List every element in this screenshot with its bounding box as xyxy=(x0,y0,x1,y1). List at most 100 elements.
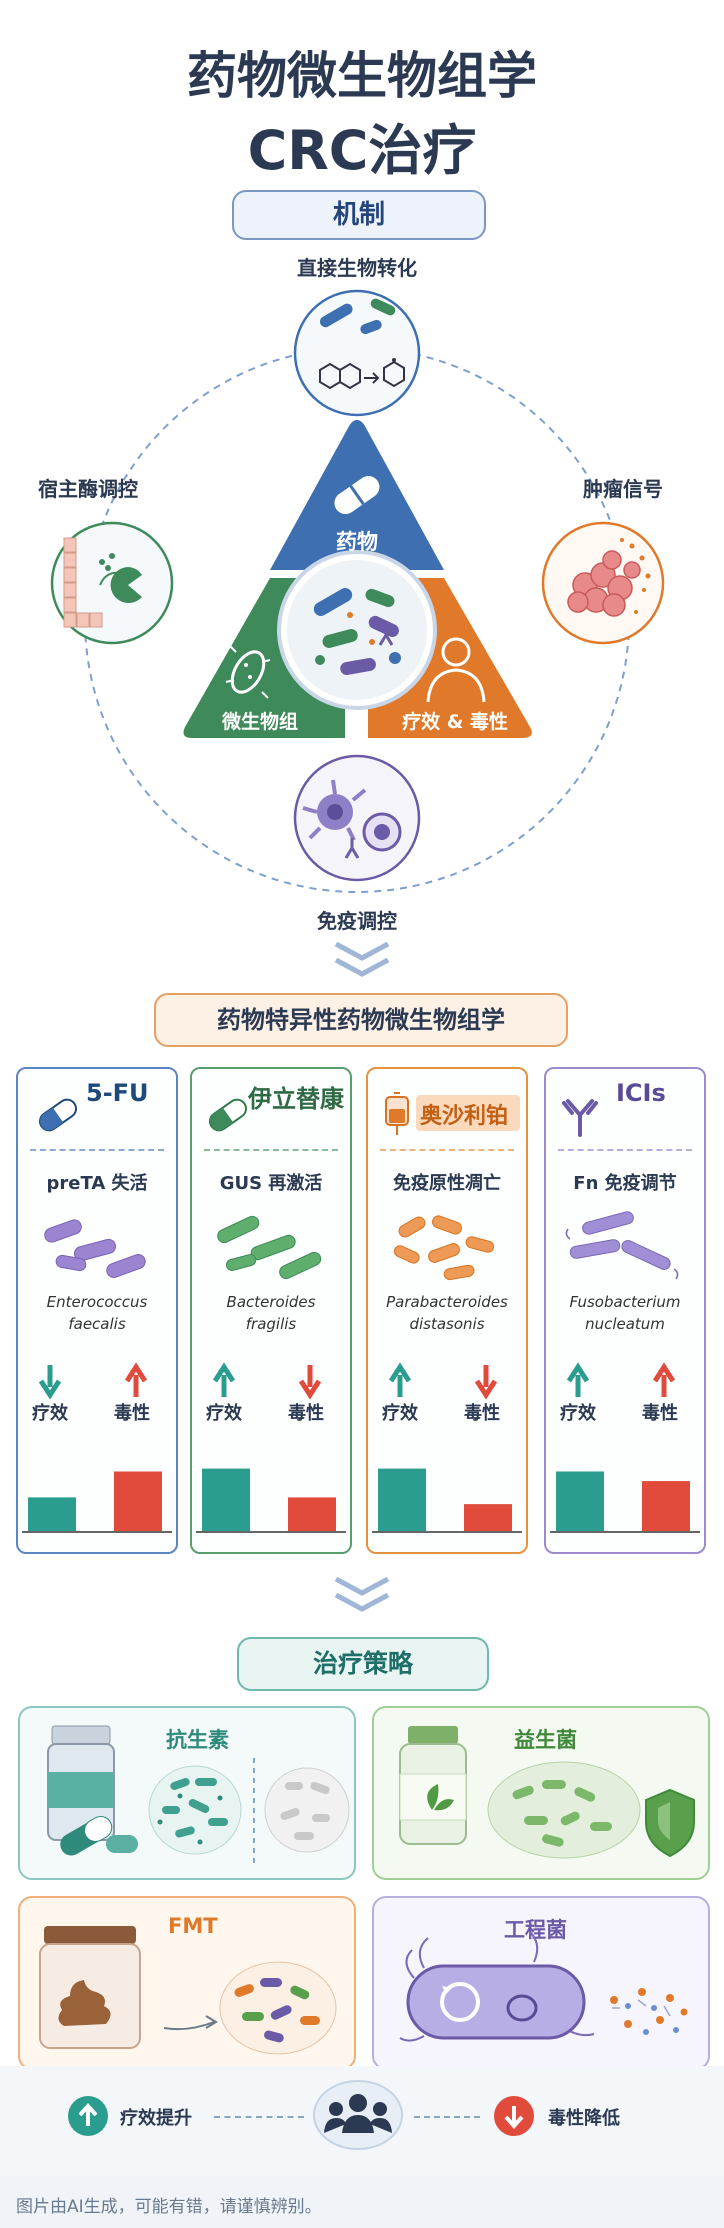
drug-mechanism: 免疫原性凋亡 xyxy=(393,1173,501,1194)
legend-up-label: 疗效提升 xyxy=(120,2108,192,2129)
patient-icon xyxy=(426,637,486,703)
efficacy-toxicity-bars xyxy=(22,1471,172,1533)
bacteria-genus: Parabacteroides xyxy=(386,1293,508,1311)
efficacy-toxicity-arrows xyxy=(212,1362,322,1400)
node-biotransformation-label: 直接生物转化 xyxy=(297,256,417,280)
drug-name: 奥沙利铂 xyxy=(420,1104,509,1129)
drug-name: 5-FU xyxy=(86,1079,149,1107)
antibiotics-icon xyxy=(47,1725,350,1863)
toxicity-label: 毒性 xyxy=(288,1403,324,1424)
host-enzyme-icon xyxy=(63,537,142,628)
capsule-icon xyxy=(208,1098,248,1132)
page-title-line2: CRC治疗 xyxy=(247,119,477,182)
toxicity-bar xyxy=(642,1481,690,1531)
triangle-drug-label: 药物 xyxy=(336,530,378,554)
efficacy-label: 疗效 xyxy=(32,1403,68,1424)
fmt-icon xyxy=(39,1926,337,2055)
efficacy-label: 疗效 xyxy=(206,1403,242,1424)
antibody-icon xyxy=(562,1099,598,1137)
toxicity-label: 毒性 xyxy=(114,1403,150,1424)
center-bacteria-icon xyxy=(313,588,401,675)
efficacy-label: 疗效 xyxy=(382,1403,418,1424)
legend-dashed-line-left xyxy=(214,2116,304,2118)
strategy-title: 抗生素 xyxy=(166,1728,229,1752)
chevron-down-icon xyxy=(334,1576,390,1612)
drug-name-highlight xyxy=(416,1095,520,1131)
bacteria-icon xyxy=(565,1211,679,1280)
efficacy-arrow-up-icon xyxy=(388,1362,412,1397)
strategy-title: 益生菌 xyxy=(514,1728,577,1752)
node-immune-circle xyxy=(293,754,421,882)
chevron-down-icon xyxy=(334,941,390,977)
bacteria-species: distasonis xyxy=(409,1315,485,1333)
toxicity-arrow-up-icon xyxy=(124,1362,148,1397)
efficacy-toxicity-bars xyxy=(196,1468,346,1533)
pill-icon xyxy=(334,475,380,515)
efficacy-bar xyxy=(28,1497,76,1531)
bacteria-genus: Fusobacterium xyxy=(569,1293,681,1311)
efficacy-toxicity-arrows xyxy=(566,1362,676,1397)
drug-mechanism: Fn 免疫调节 xyxy=(573,1173,677,1194)
drug-name: 伊立替康 xyxy=(248,1085,344,1113)
efficacy-toxicity-bars xyxy=(550,1471,700,1533)
tumor-cells-icon xyxy=(567,550,641,617)
page-title-line1: 药物微生物组学 xyxy=(187,47,537,105)
toxicity-arrow-down-icon xyxy=(298,1365,322,1400)
bacteria-icon xyxy=(393,1215,495,1281)
efficacy-arrow-up-icon xyxy=(566,1362,590,1397)
people-group-icon xyxy=(313,2080,403,2150)
drug-mechanism: preTA 失活 xyxy=(46,1173,148,1194)
arrow-down-circle-icon xyxy=(494,2096,534,2136)
legend-down-label: 毒性降低 xyxy=(548,2108,620,2129)
drug-card-icis: ICIs Fn 免疫调节 Fusobacterium nucleatum 疗效 毒… xyxy=(544,1067,706,1554)
efficacy-bar xyxy=(202,1468,250,1531)
toxicity-label: 毒性 xyxy=(642,1403,678,1424)
efficacy-toxicity-arrows xyxy=(38,1362,148,1400)
strategy-probiotics: 益生菌 xyxy=(372,1706,710,1880)
bacteria-species: nucleatum xyxy=(585,1315,665,1333)
toxicity-arrow-down-icon xyxy=(474,1365,498,1400)
bacteria-name: Fusobacterium nucleatum xyxy=(546,1291,704,1335)
node-tumor-label: 肿瘤信号 xyxy=(583,477,663,501)
bacteria-icon xyxy=(217,1215,322,1280)
node-immune-label: 免疫调控 xyxy=(317,909,397,933)
toxicity-bar xyxy=(114,1471,162,1531)
strategy-fmt: FMT xyxy=(18,1896,356,2070)
drug-card-oxaliplatin: 奥沙利铂 免疫原性凋亡 Parabacteroides distasonis 疗效… xyxy=(366,1067,528,1554)
engineered-bacterium-icon xyxy=(399,1931,688,2042)
bacterium-outline-icon xyxy=(225,645,271,699)
bacteria-name: Parabacteroides distasonis xyxy=(368,1291,526,1335)
specific-pill: 药物特异性药物微生物组学 xyxy=(154,993,568,1047)
mechanism-diagram xyxy=(50,289,665,893)
tumor-signal-dots xyxy=(620,538,651,614)
probiotics-icon xyxy=(399,1726,695,1859)
efficacy-label: 疗效 xyxy=(560,1403,596,1424)
drug-mechanism: GUS 再激活 xyxy=(219,1173,323,1194)
efficacy-toxicity-arrows xyxy=(388,1362,498,1400)
drug-name: ICIs xyxy=(616,1079,666,1107)
node-host-enzyme-label: 宿主酶调控 xyxy=(38,477,138,501)
immune-cells-icon xyxy=(302,779,402,859)
footer-note: 图片由AI生成，可能有错，请谨慎辨别。 xyxy=(16,2197,322,2217)
efficacy-bar xyxy=(378,1468,426,1531)
efficacy-arrow-up-icon xyxy=(212,1362,236,1397)
legend-dashed-line-right xyxy=(414,2116,480,2118)
toxicity-bar xyxy=(464,1504,512,1531)
footer-bar xyxy=(0,2176,724,2228)
toxicity-label: 毒性 xyxy=(464,1403,500,1424)
bacteria-icon xyxy=(44,1219,146,1278)
strategy-engineered-bacteria: 工程菌 xyxy=(372,1896,710,2070)
triangle-microbiome-label: 微生物组 xyxy=(221,711,298,733)
efficacy-toxicity-bars xyxy=(372,1468,522,1533)
toxicity-arrow-up-icon xyxy=(652,1362,676,1397)
mechanism-pill: 机制 xyxy=(232,190,486,240)
bacteria-genus: Bacteroides xyxy=(226,1293,316,1311)
capsule-icon xyxy=(38,1098,78,1132)
bacteria-species: faecalis xyxy=(68,1315,126,1333)
iv-bag-icon xyxy=(385,1092,409,1135)
efficacy-arrow-down-icon xyxy=(38,1365,62,1400)
